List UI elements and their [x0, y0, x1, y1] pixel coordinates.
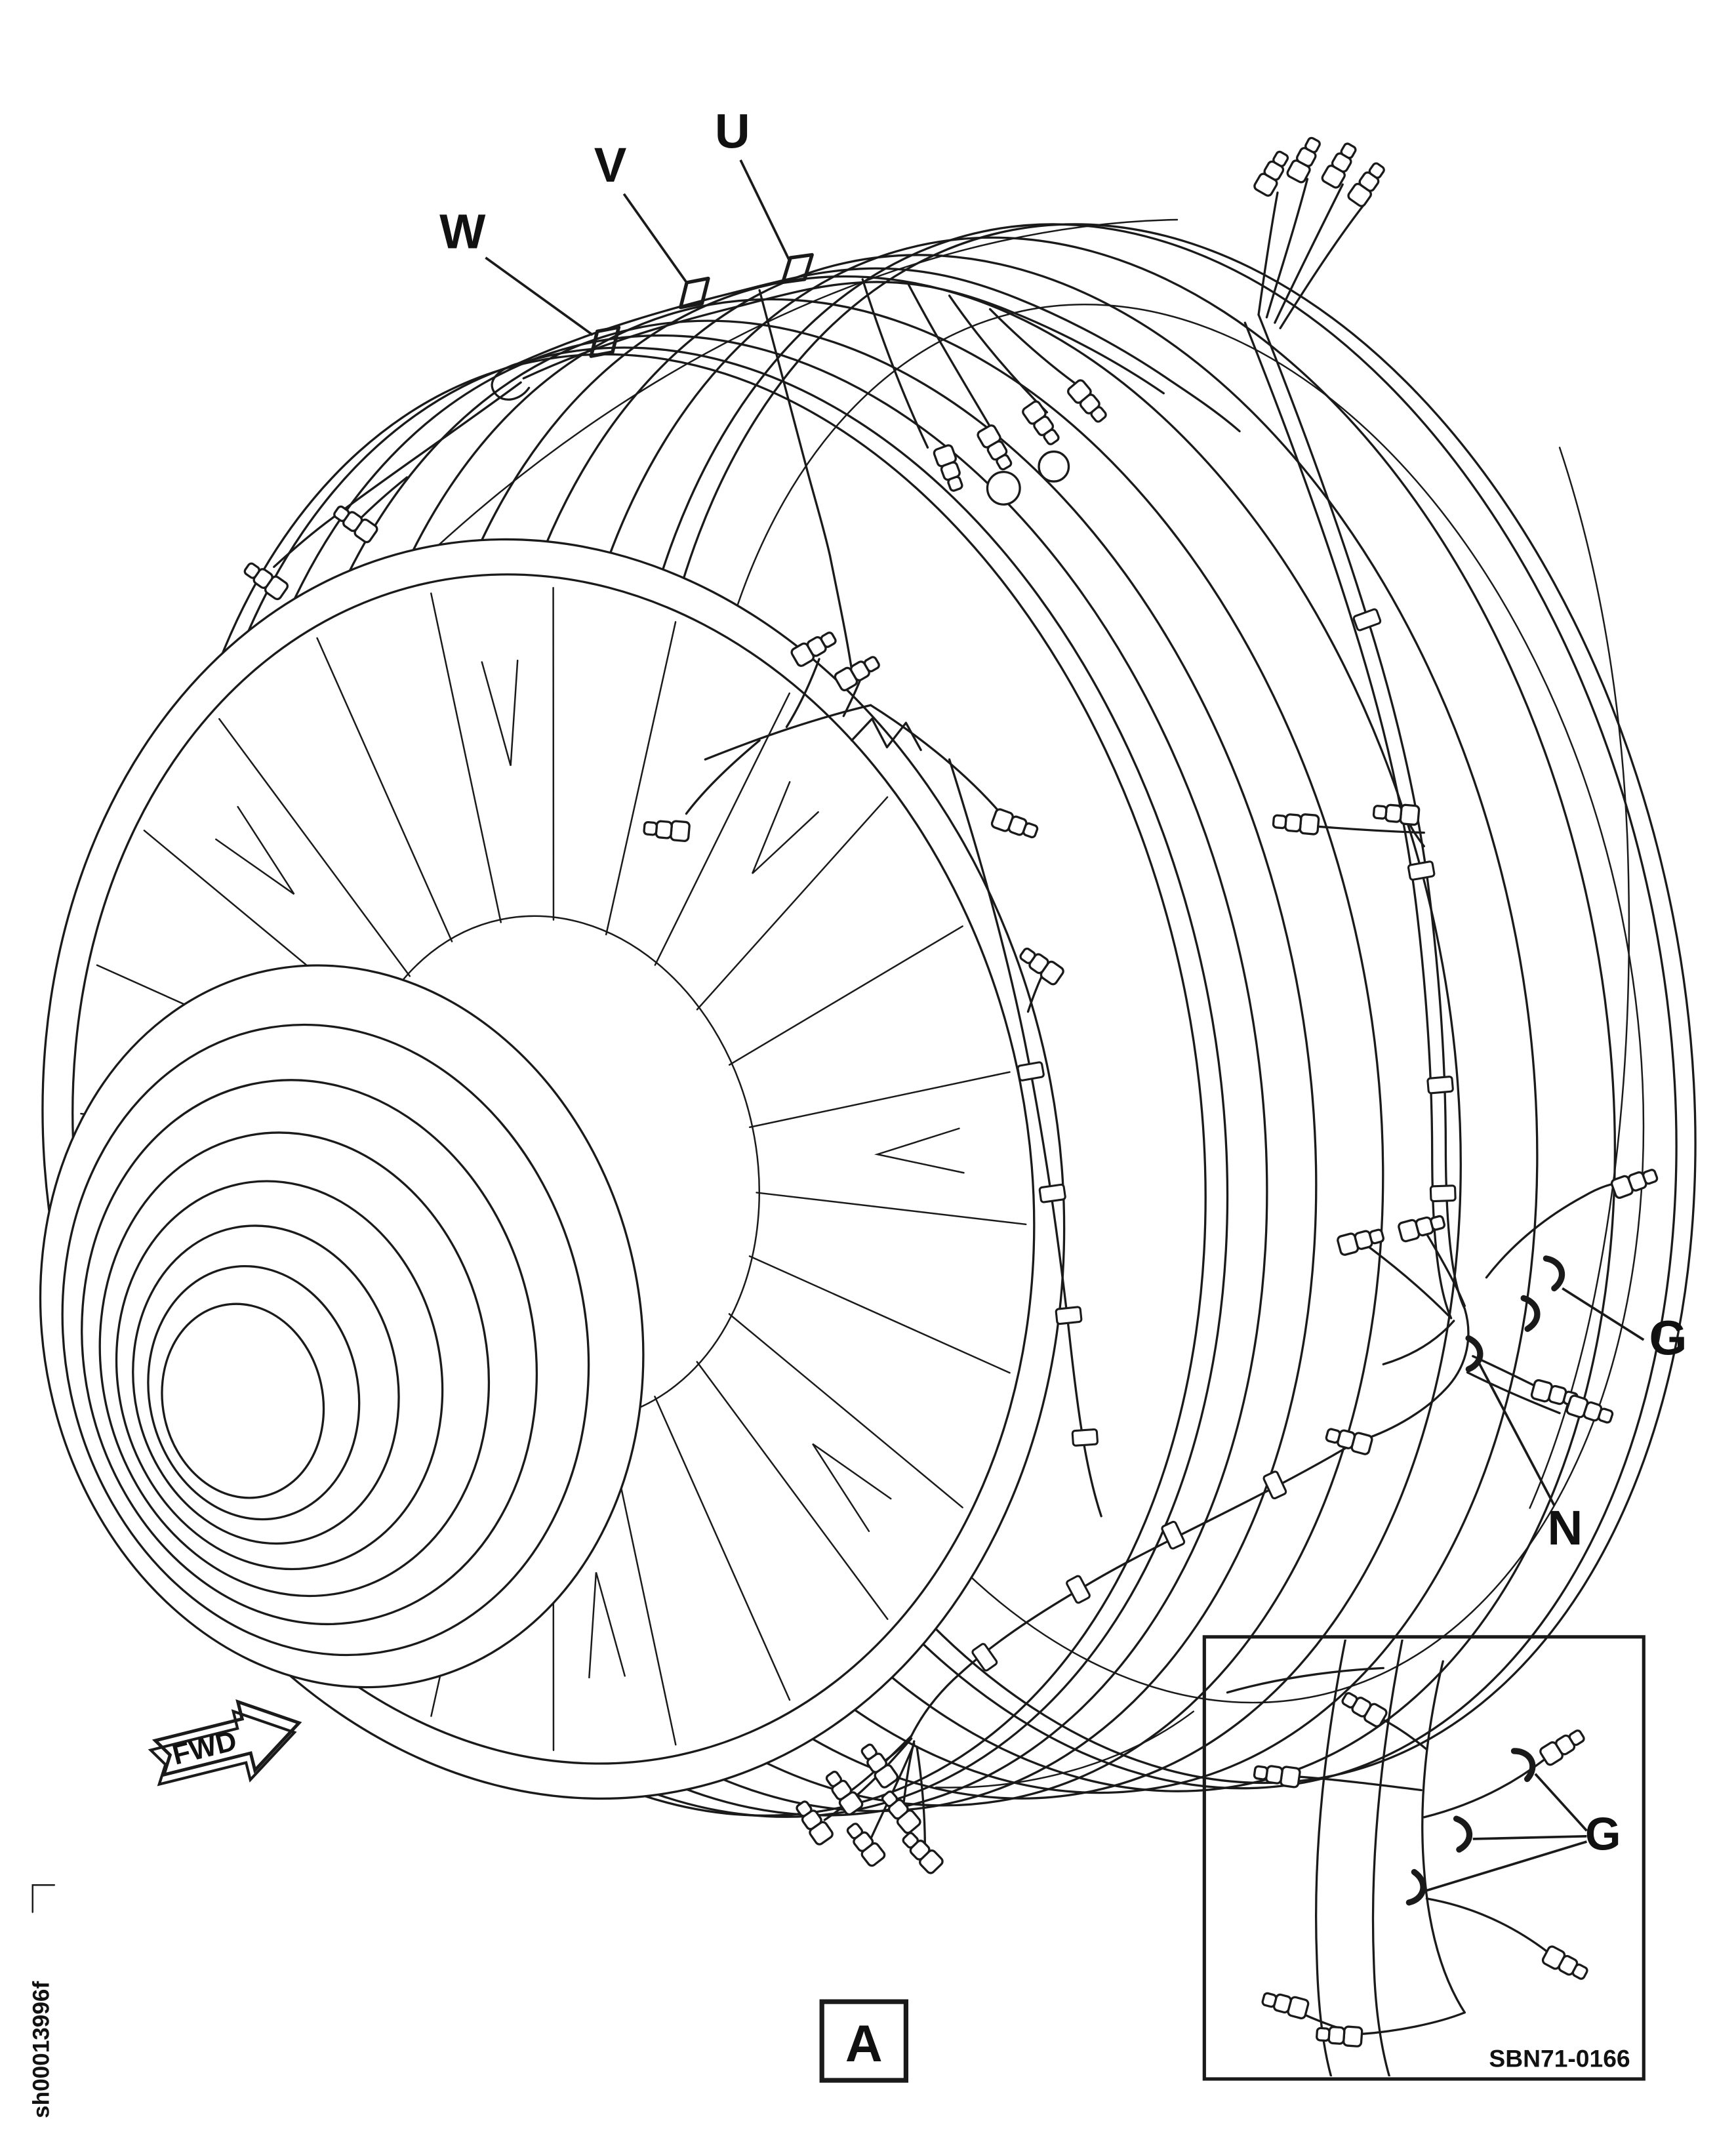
- callout-n-leader: [1477, 1361, 1556, 1506]
- callouts: W V U G N: [439, 104, 1687, 1555]
- clamp-loop-u: [777, 252, 818, 285]
- connector-plug: [1320, 139, 1361, 190]
- inset-box: G SBN71-0166: [1202, 1635, 1645, 2081]
- wiring-harness: [273, 178, 1626, 1849]
- connector-plug: [1345, 159, 1390, 209]
- connector-plug: [931, 443, 967, 495]
- connector-plug: [1020, 399, 1064, 449]
- cable-clamp: [1407, 860, 1436, 881]
- callout-w-label: W: [439, 204, 486, 258]
- cable-clamp: [1016, 1060, 1045, 1082]
- callout-g-label: G: [1649, 1311, 1687, 1365]
- sheet-id: sh00013996f: [29, 1884, 56, 2118]
- cable-clamp: [1160, 1520, 1186, 1550]
- cable-clamp: [1429, 1184, 1457, 1203]
- connector-plug: [975, 422, 1017, 474]
- connector-plug: [1260, 1988, 1310, 2021]
- drawing-number: SBN71-0166: [1489, 2044, 1630, 2072]
- connector-plug: [1537, 1725, 1588, 1767]
- inset-g-leader: [1472, 1834, 1587, 1840]
- connector-plug: [1372, 801, 1421, 826]
- callout-v-leader: [622, 193, 687, 283]
- fwd-label: FWD: [169, 1725, 240, 1771]
- callout-w-leader: [485, 256, 594, 336]
- view-a-label: A: [845, 2015, 883, 2072]
- connector-plug: [1285, 134, 1325, 185]
- cable-clamp: [1352, 607, 1383, 632]
- callout-n-label: N: [1547, 1501, 1583, 1555]
- connector-plug: [1335, 1224, 1386, 1257]
- cable-clamp: [1055, 1305, 1083, 1325]
- connector-plug: [1564, 1393, 1616, 1428]
- connector-plug: [1396, 1211, 1447, 1243]
- spinner-cone: [39, 964, 645, 1689]
- retainer-clip: [1451, 1819, 1472, 1851]
- connector-plug: [1338, 1687, 1389, 1729]
- connector-plug: [1271, 811, 1320, 836]
- fwd-arrow: FWD: [148, 1699, 302, 1787]
- cable-clamp: [1426, 1075, 1455, 1095]
- connector-plug: [1251, 148, 1293, 199]
- callout-v-label: V: [594, 138, 627, 192]
- inset-g-leader: [1534, 1773, 1588, 1832]
- retainer-clip: [1514, 1748, 1535, 1781]
- cable-clamp: [1262, 1470, 1288, 1501]
- retainer-clip: [1546, 1259, 1562, 1288]
- connector-plug: [842, 1819, 887, 1868]
- callout-g-leader: [1562, 1287, 1645, 1341]
- cable-clamp: [970, 1642, 999, 1673]
- sheet-id-label: sh00013996f: [29, 1981, 54, 2118]
- view-a-box: A: [819, 1999, 909, 2083]
- inset-detail-drawing: [1226, 1639, 1550, 2076]
- connector-plug: [898, 1828, 946, 1876]
- cable-clamp: [1038, 1183, 1067, 1204]
- callout-u-label: U: [715, 104, 750, 158]
- inset-g-leader: [1426, 1840, 1587, 1892]
- inset-g-label: G: [1585, 1807, 1621, 1859]
- connector-plug: [1065, 377, 1111, 426]
- cable-clamp: [1064, 1574, 1092, 1605]
- cable-clamp: [1071, 1428, 1099, 1447]
- connector-plug: [1540, 1944, 1591, 1985]
- connector-plug: [990, 807, 1041, 843]
- callout-u-leader: [739, 159, 791, 261]
- connector-plug: [1609, 1164, 1661, 1200]
